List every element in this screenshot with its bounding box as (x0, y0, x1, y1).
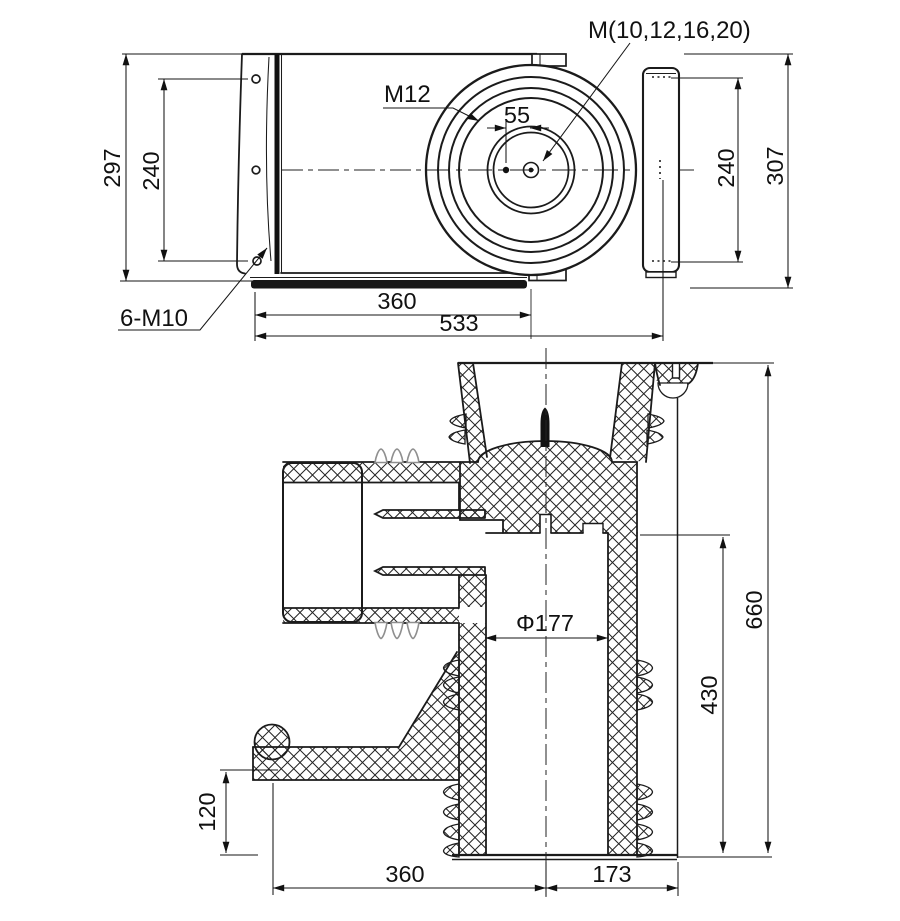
flange-holes (251, 74, 262, 266)
flange-step (582, 522, 604, 533)
dim-text-173: 173 (592, 861, 631, 887)
dim-173: 173 (546, 861, 679, 896)
dim-660: 660 (741, 365, 772, 853)
dim-text-533: 533 (439, 310, 478, 336)
label-6-m10: 6-M10 (118, 247, 268, 332)
dim-55: 55 (487, 102, 549, 163)
right-wall (608, 533, 637, 855)
dim-120: 120 (194, 769, 278, 856)
dim-text-360-section: 360 (385, 861, 424, 887)
dim-240-left: 240 (138, 78, 248, 262)
spout-plate-1 (375, 510, 485, 518)
section-view: Φ177 430 660 120 360 173 (194, 348, 774, 897)
dim-text-660: 660 (741, 590, 767, 629)
cup-right-wall (610, 363, 655, 462)
dim-text-360-front: 360 (377, 288, 416, 314)
spout-plate-2 (375, 567, 485, 575)
dim-text-55: 55 (504, 102, 530, 128)
mounting-foot (253, 652, 486, 780)
dim-533: 533 (255, 180, 664, 341)
spout-window (363, 518, 503, 567)
dome-slot (539, 513, 552, 533)
label-m12: M12 (383, 81, 480, 122)
dim-text-240-left: 240 (138, 151, 164, 190)
ear-notch (657, 382, 689, 399)
left-wall-mid (459, 575, 486, 607)
hatched-body (253, 363, 698, 855)
section-outlines (252, 361, 774, 861)
dim-430: 430 (640, 534, 730, 853)
spout-opening-frame (282, 462, 363, 623)
dim-text-phi177: Φ177 (516, 610, 574, 636)
dim-text-307: 307 (762, 146, 788, 185)
dim-307: 307 (684, 53, 793, 289)
label-text-m-center: M(10,12,16,20) (588, 17, 751, 44)
label-m-center: M(10,12,16,20) (542, 17, 751, 162)
spout-bottom-arm (283, 608, 459, 623)
contact-pin (540, 407, 550, 447)
dim-text-240-right: 240 (713, 148, 739, 187)
dim-297: 297 (99, 54, 252, 282)
left-flange-plate (236, 53, 513, 275)
dim-text-430: 430 (696, 675, 722, 714)
label-text-m12: M12 (384, 81, 431, 108)
dim-text-120: 120 (194, 792, 220, 831)
spout-arm-fins (374, 448, 420, 640)
dim-phi177: Φ177 (485, 610, 608, 642)
front-view: 297 240 55 M12 M(10,12,16,20) 6-M10 (99, 17, 793, 341)
dome-and-flange (460, 441, 637, 533)
dim-240-right: 240 (671, 77, 743, 263)
dim-360-front: 360 (254, 288, 531, 341)
shed-fins (442, 413, 665, 858)
ear-slot (671, 364, 681, 379)
cup-left-wall (458, 363, 487, 463)
base-bar (250, 276, 527, 289)
offset-hole (502, 166, 510, 174)
dim-text-297: 297 (99, 148, 125, 187)
spout-top-arm (283, 462, 459, 483)
dim-360-section: 360 (272, 783, 547, 896)
label-text-6-m10: 6-M10 (120, 305, 188, 332)
concentric-circles (424, 63, 638, 277)
right-side-plate (641, 66, 681, 279)
